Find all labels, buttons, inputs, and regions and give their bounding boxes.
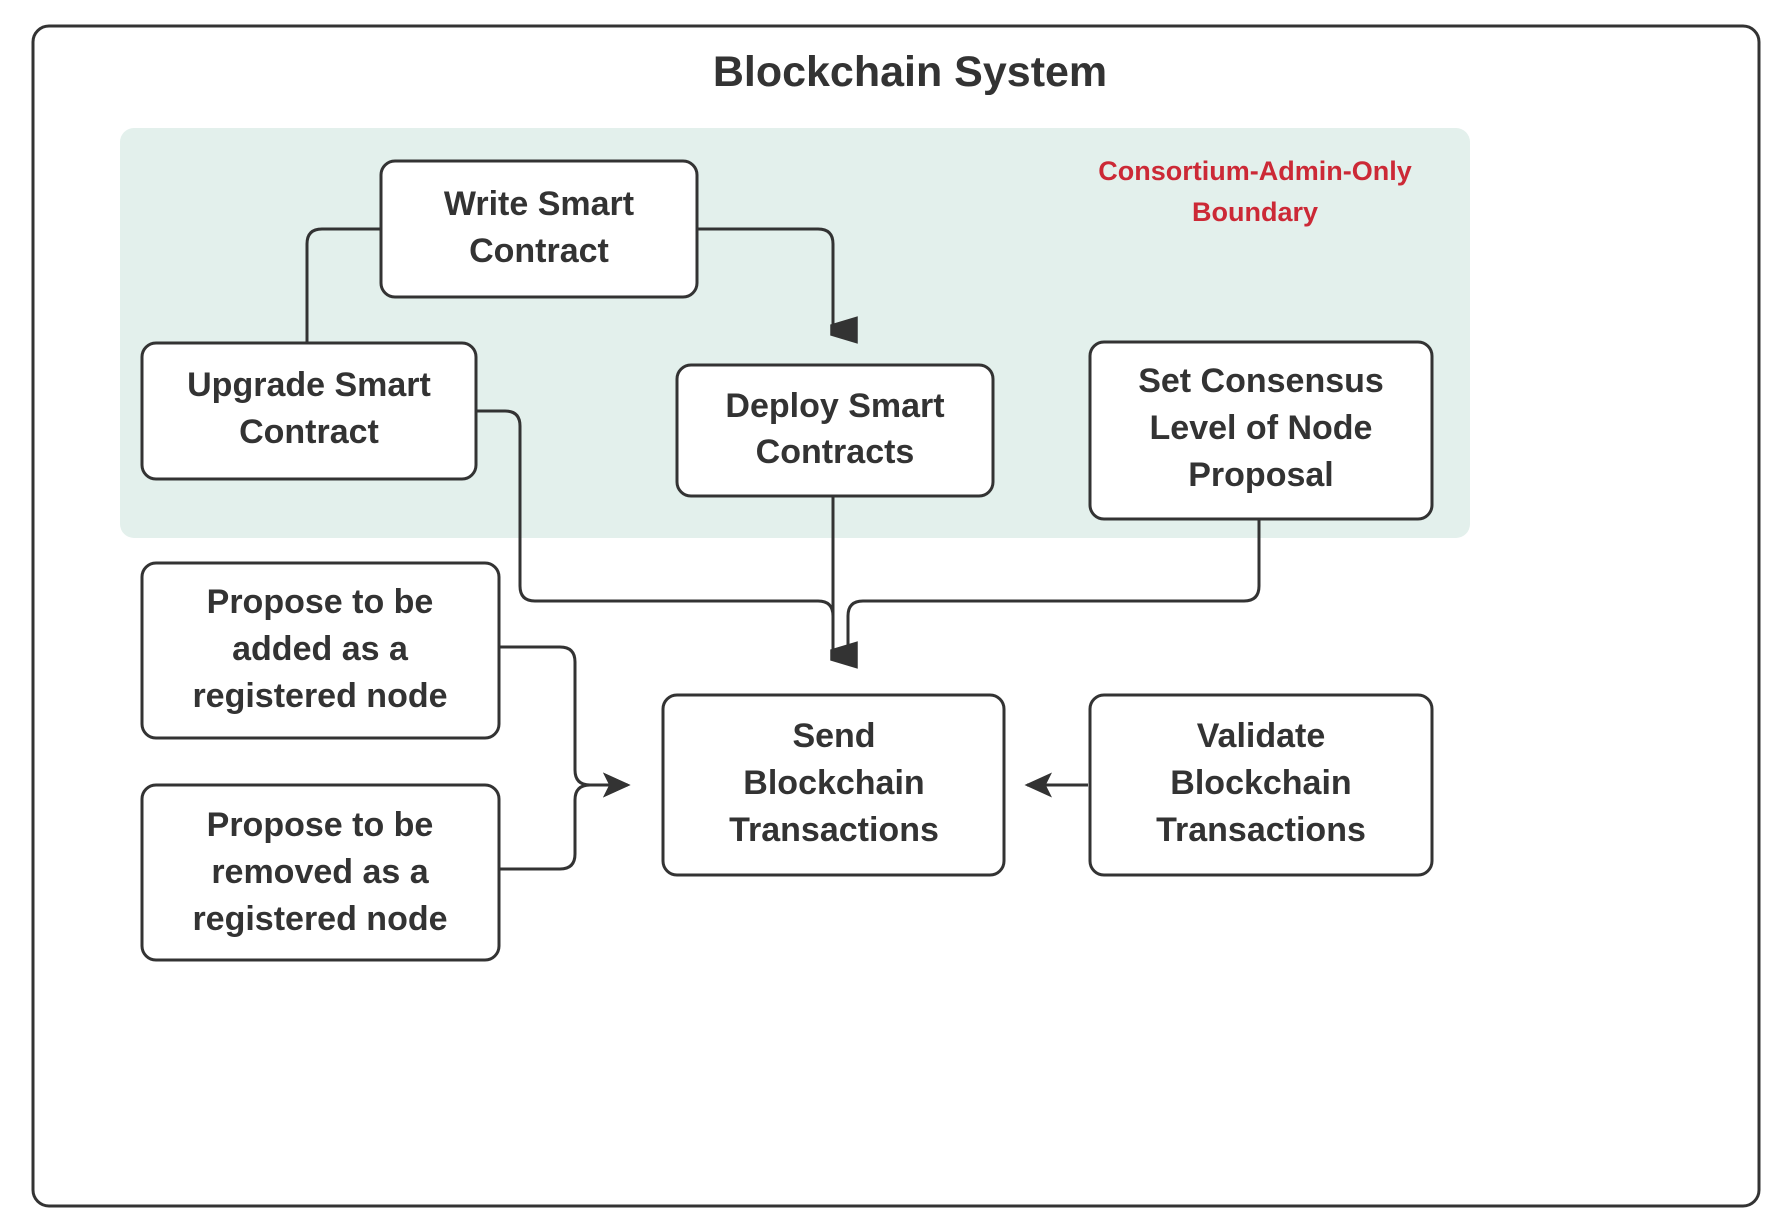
edge-upgrade-to-send <box>476 409 835 655</box>
page-title: Blockchain System <box>713 48 1107 96</box>
boundary-label-line2: Boundary <box>1192 197 1318 227</box>
node-label-line2: Blockchain <box>743 764 924 802</box>
node-propose-removed-registered-node[interactable]: Propose to be removed as a registered no… <box>140 783 501 962</box>
node-label-line3: Proposal <box>1188 456 1333 494</box>
node-box[interactable] <box>1088 340 1434 521</box>
node-set-consensus-level[interactable]: Set Consensus Level of Node Proposal <box>1088 340 1434 521</box>
node-write-smart-contract[interactable]: Write Smart Contract <box>379 159 699 299</box>
node-label-line2: removed as a <box>211 853 429 891</box>
edge-write-to-upgrade <box>305 227 381 345</box>
boundary-label-line1: Consortium-Admin-Only <box>1098 156 1411 186</box>
node-label-line1: Send <box>792 717 875 755</box>
edge-propose-remove-to-send <box>499 772 631 871</box>
node-box[interactable] <box>140 783 501 962</box>
node-box[interactable] <box>675 363 995 498</box>
node-box[interactable] <box>140 561 501 740</box>
node-box[interactable] <box>379 159 699 299</box>
edge-propose-add-to-send <box>499 645 631 798</box>
node-label-line3: Transactions <box>1156 811 1366 849</box>
node-label-line2: added as a <box>232 630 409 668</box>
node-label-line1: Deploy Smart <box>725 387 944 425</box>
node-label-line1: Propose to be <box>207 583 434 621</box>
node-deploy-smart-contracts[interactable]: Deploy Smart Contracts <box>675 363 995 498</box>
node-label-line2: Blockchain <box>1170 764 1351 802</box>
edge-consensus-to-send <box>846 519 1261 655</box>
node-box[interactable] <box>1088 693 1434 877</box>
node-label-line1: Upgrade Smart <box>187 366 431 404</box>
node-label-line3: Transactions <box>729 811 939 849</box>
node-send-blockchain-transactions[interactable]: Send Blockchain Transactions <box>661 693 1006 877</box>
node-label-line2: Contract <box>469 232 609 270</box>
node-label-line1: Propose to be <box>207 806 434 844</box>
node-label-line3: registered node <box>192 900 447 938</box>
node-upgrade-smart-contract[interactable]: Upgrade Smart Contract <box>140 341 478 481</box>
edge-write-to-deploy <box>697 227 858 344</box>
node-label-line1: Validate <box>1197 717 1326 755</box>
node-validate-blockchain-transactions[interactable]: Validate Blockchain Transactions <box>1088 693 1434 877</box>
node-label-line2: Contracts <box>756 433 915 471</box>
node-box[interactable] <box>661 693 1006 877</box>
node-propose-added-registered-node[interactable]: Propose to be added as a registered node <box>140 561 501 740</box>
node-label-line2: Level of Node <box>1150 409 1373 447</box>
node-label-line2: Contract <box>239 413 379 451</box>
node-label-line3: registered node <box>192 677 447 715</box>
edge-layer <box>305 227 1261 871</box>
node-label-line1: Write Smart <box>444 185 634 223</box>
node-label-line1: Set Consensus <box>1138 362 1384 400</box>
node-box[interactable] <box>140 341 478 481</box>
